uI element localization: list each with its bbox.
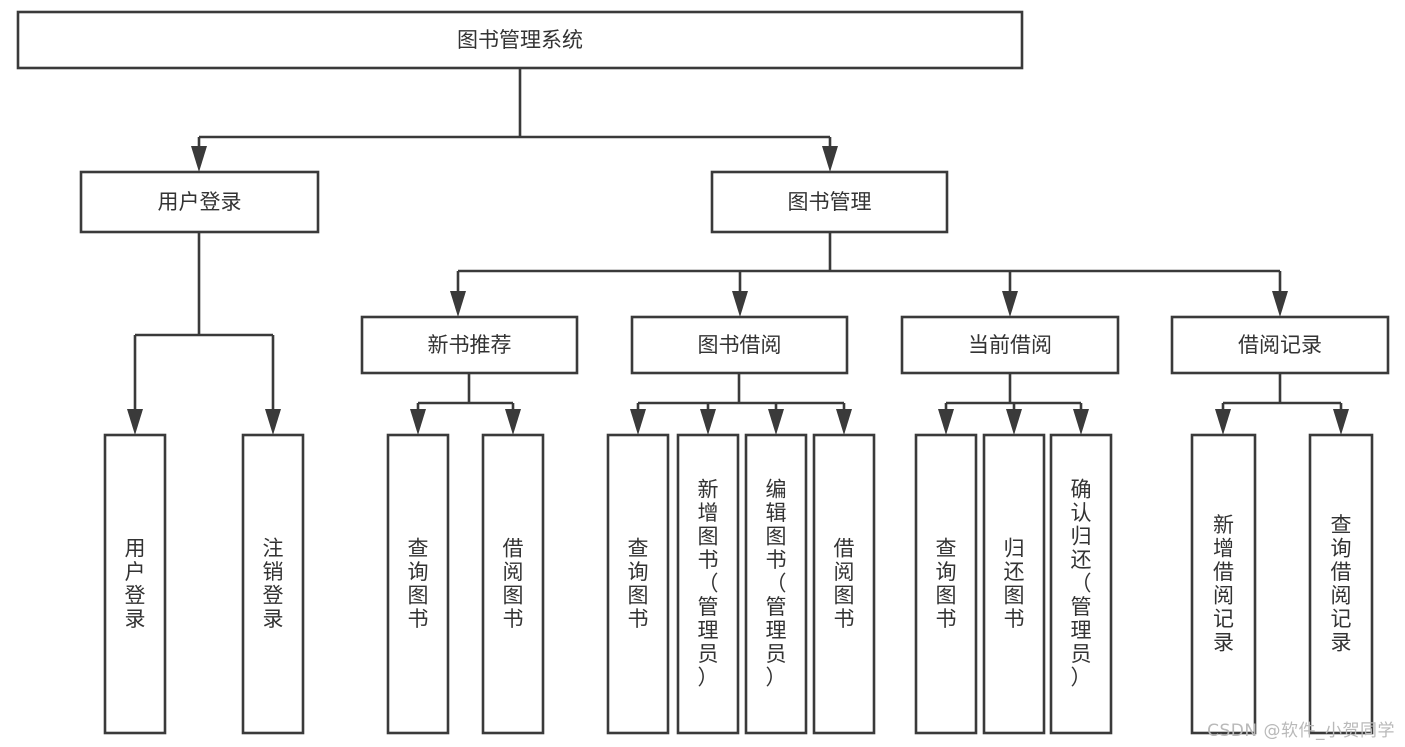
arrow-head-icon — [265, 409, 281, 435]
arrow-head-icon — [450, 291, 466, 317]
node-leaf-borrow-book-1-box[interactable] — [481, 433, 545, 735]
node-leaf-query-book-2-label: 查询图书 — [628, 536, 649, 631]
node-leaf-query-book-3-label: 查询图书 — [936, 536, 957, 631]
node-book-borrow-label: 图书借阅 — [698, 333, 782, 357]
node-user-login-box[interactable] — [79, 170, 320, 234]
node-leaf-borrow-book-1-label: 借阅图书 — [503, 536, 524, 631]
arrow-head-icon — [700, 409, 716, 435]
arrow-head-icon — [1333, 409, 1349, 435]
node-layer: 图书管理系统用户登录图书管理新书推荐图书借阅当前借阅借阅记录用户登录注销登录查询… — [16, 10, 1390, 735]
arrow-head-icon — [836, 409, 852, 435]
node-leaf-add-record-label: 新增借阅记录 — [1213, 513, 1234, 655]
arrow-head-icon — [1215, 409, 1231, 435]
node-leaf-edit-book-label: 编辑图书（管理员） — [766, 478, 787, 690]
node-leaf-user-logout-box[interactable] — [241, 433, 305, 735]
node-current-borrow-label: 当前借阅 — [968, 333, 1052, 357]
arrow-head-icon — [1272, 291, 1288, 317]
node-leaf-query-book-2-box[interactable] — [606, 433, 670, 735]
arrow-head-icon — [938, 409, 954, 435]
node-leaf-query-book-2[interactable]: 查询图书 — [606, 433, 670, 735]
node-book-manage-box[interactable] — [710, 170, 949, 234]
node-book-manage[interactable]: 图书管理 — [710, 170, 949, 234]
node-borrow-record[interactable]: 借阅记录 — [1170, 315, 1390, 375]
node-leaf-confirm-return[interactable]: 确认归还（管理员） — [1049, 433, 1113, 735]
node-leaf-user-login-box[interactable] — [103, 433, 167, 735]
node-root[interactable]: 图书管理系统 — [16, 10, 1024, 70]
arrow-head-icon — [191, 146, 207, 172]
node-leaf-edit-book-box[interactable] — [744, 433, 808, 735]
node-borrow-record-label: 借阅记录 — [1238, 333, 1322, 357]
node-leaf-return-book-box[interactable] — [982, 433, 1046, 735]
node-leaf-user-logout[interactable]: 注销登录 — [241, 433, 305, 735]
node-leaf-query-record-label: 查询借阅记录 — [1331, 513, 1352, 655]
arrow-head-icon — [127, 409, 143, 435]
node-current-borrow-box[interactable] — [900, 315, 1120, 375]
node-leaf-query-book-3-box[interactable] — [914, 433, 978, 735]
node-leaf-query-record[interactable]: 查询借阅记录 — [1308, 433, 1374, 735]
node-root-box[interactable] — [16, 10, 1024, 70]
node-leaf-edit-book[interactable]: 编辑图书（管理员） — [744, 433, 808, 735]
arrow-head-icon — [1002, 291, 1018, 317]
node-user-login-label: 用户登录 — [158, 190, 242, 214]
arrow-head-icon — [732, 291, 748, 317]
node-leaf-add-record-box[interactable] — [1190, 433, 1257, 735]
arrow-head-icon — [822, 146, 838, 172]
watermark-label: CSDN @软件_小贺同学 — [1207, 721, 1395, 741]
node-book-borrow[interactable]: 图书借阅 — [630, 315, 849, 375]
node-borrow-record-box[interactable] — [1170, 315, 1390, 375]
connector-layer — [127, 68, 1349, 435]
arrow-head-icon — [1006, 409, 1022, 435]
node-new-book-rec-label: 新书推荐 — [428, 333, 512, 357]
node-leaf-return-book[interactable]: 归还图书 — [982, 433, 1046, 735]
node-leaf-user-logout-label: 注销登录 — [263, 536, 284, 631]
node-book-borrow-box[interactable] — [630, 315, 849, 375]
node-leaf-return-book-label: 归还图书 — [1004, 536, 1025, 631]
node-leaf-confirm-return-box[interactable] — [1049, 433, 1113, 735]
node-leaf-add-record[interactable]: 新增借阅记录 — [1190, 433, 1257, 735]
node-new-book-rec-box[interactable] — [360, 315, 579, 375]
node-leaf-query-record-box[interactable] — [1308, 433, 1374, 735]
node-leaf-add-book-label: 新增图书（管理员） — [698, 478, 719, 690]
node-leaf-add-book[interactable]: 新增图书（管理员） — [676, 433, 740, 735]
node-leaf-query-book-1-box[interactable] — [386, 433, 450, 735]
node-leaf-user-login[interactable]: 用户登录 — [103, 433, 167, 735]
node-leaf-borrow-book-2-box[interactable] — [812, 433, 876, 735]
arrow-head-icon — [1073, 409, 1089, 435]
arrow-head-icon — [768, 409, 784, 435]
node-leaf-query-book-1[interactable]: 查询图书 — [386, 433, 450, 735]
node-leaf-borrow-book-2[interactable]: 借阅图书 — [812, 433, 876, 735]
arrow-head-icon — [410, 409, 426, 435]
node-user-login[interactable]: 用户登录 — [79, 170, 320, 234]
node-leaf-borrow-book-2-label: 借阅图书 — [834, 536, 855, 631]
node-leaf-query-book-3[interactable]: 查询图书 — [914, 433, 978, 735]
node-leaf-borrow-book-1[interactable]: 借阅图书 — [481, 433, 545, 735]
arrow-head-icon — [630, 409, 646, 435]
node-new-book-rec[interactable]: 新书推荐 — [360, 315, 579, 375]
node-current-borrow[interactable]: 当前借阅 — [900, 315, 1120, 375]
node-leaf-add-book-box[interactable] — [676, 433, 740, 735]
node-leaf-confirm-return-label: 确认归还（管理员） — [1071, 478, 1092, 690]
node-leaf-user-login-label: 用户登录 — [125, 536, 146, 631]
node-book-manage-label: 图书管理 — [788, 190, 872, 214]
node-leaf-query-book-1-label: 查询图书 — [408, 536, 429, 631]
arrow-head-icon — [505, 409, 521, 435]
node-root-label: 图书管理系统 — [457, 28, 583, 52]
